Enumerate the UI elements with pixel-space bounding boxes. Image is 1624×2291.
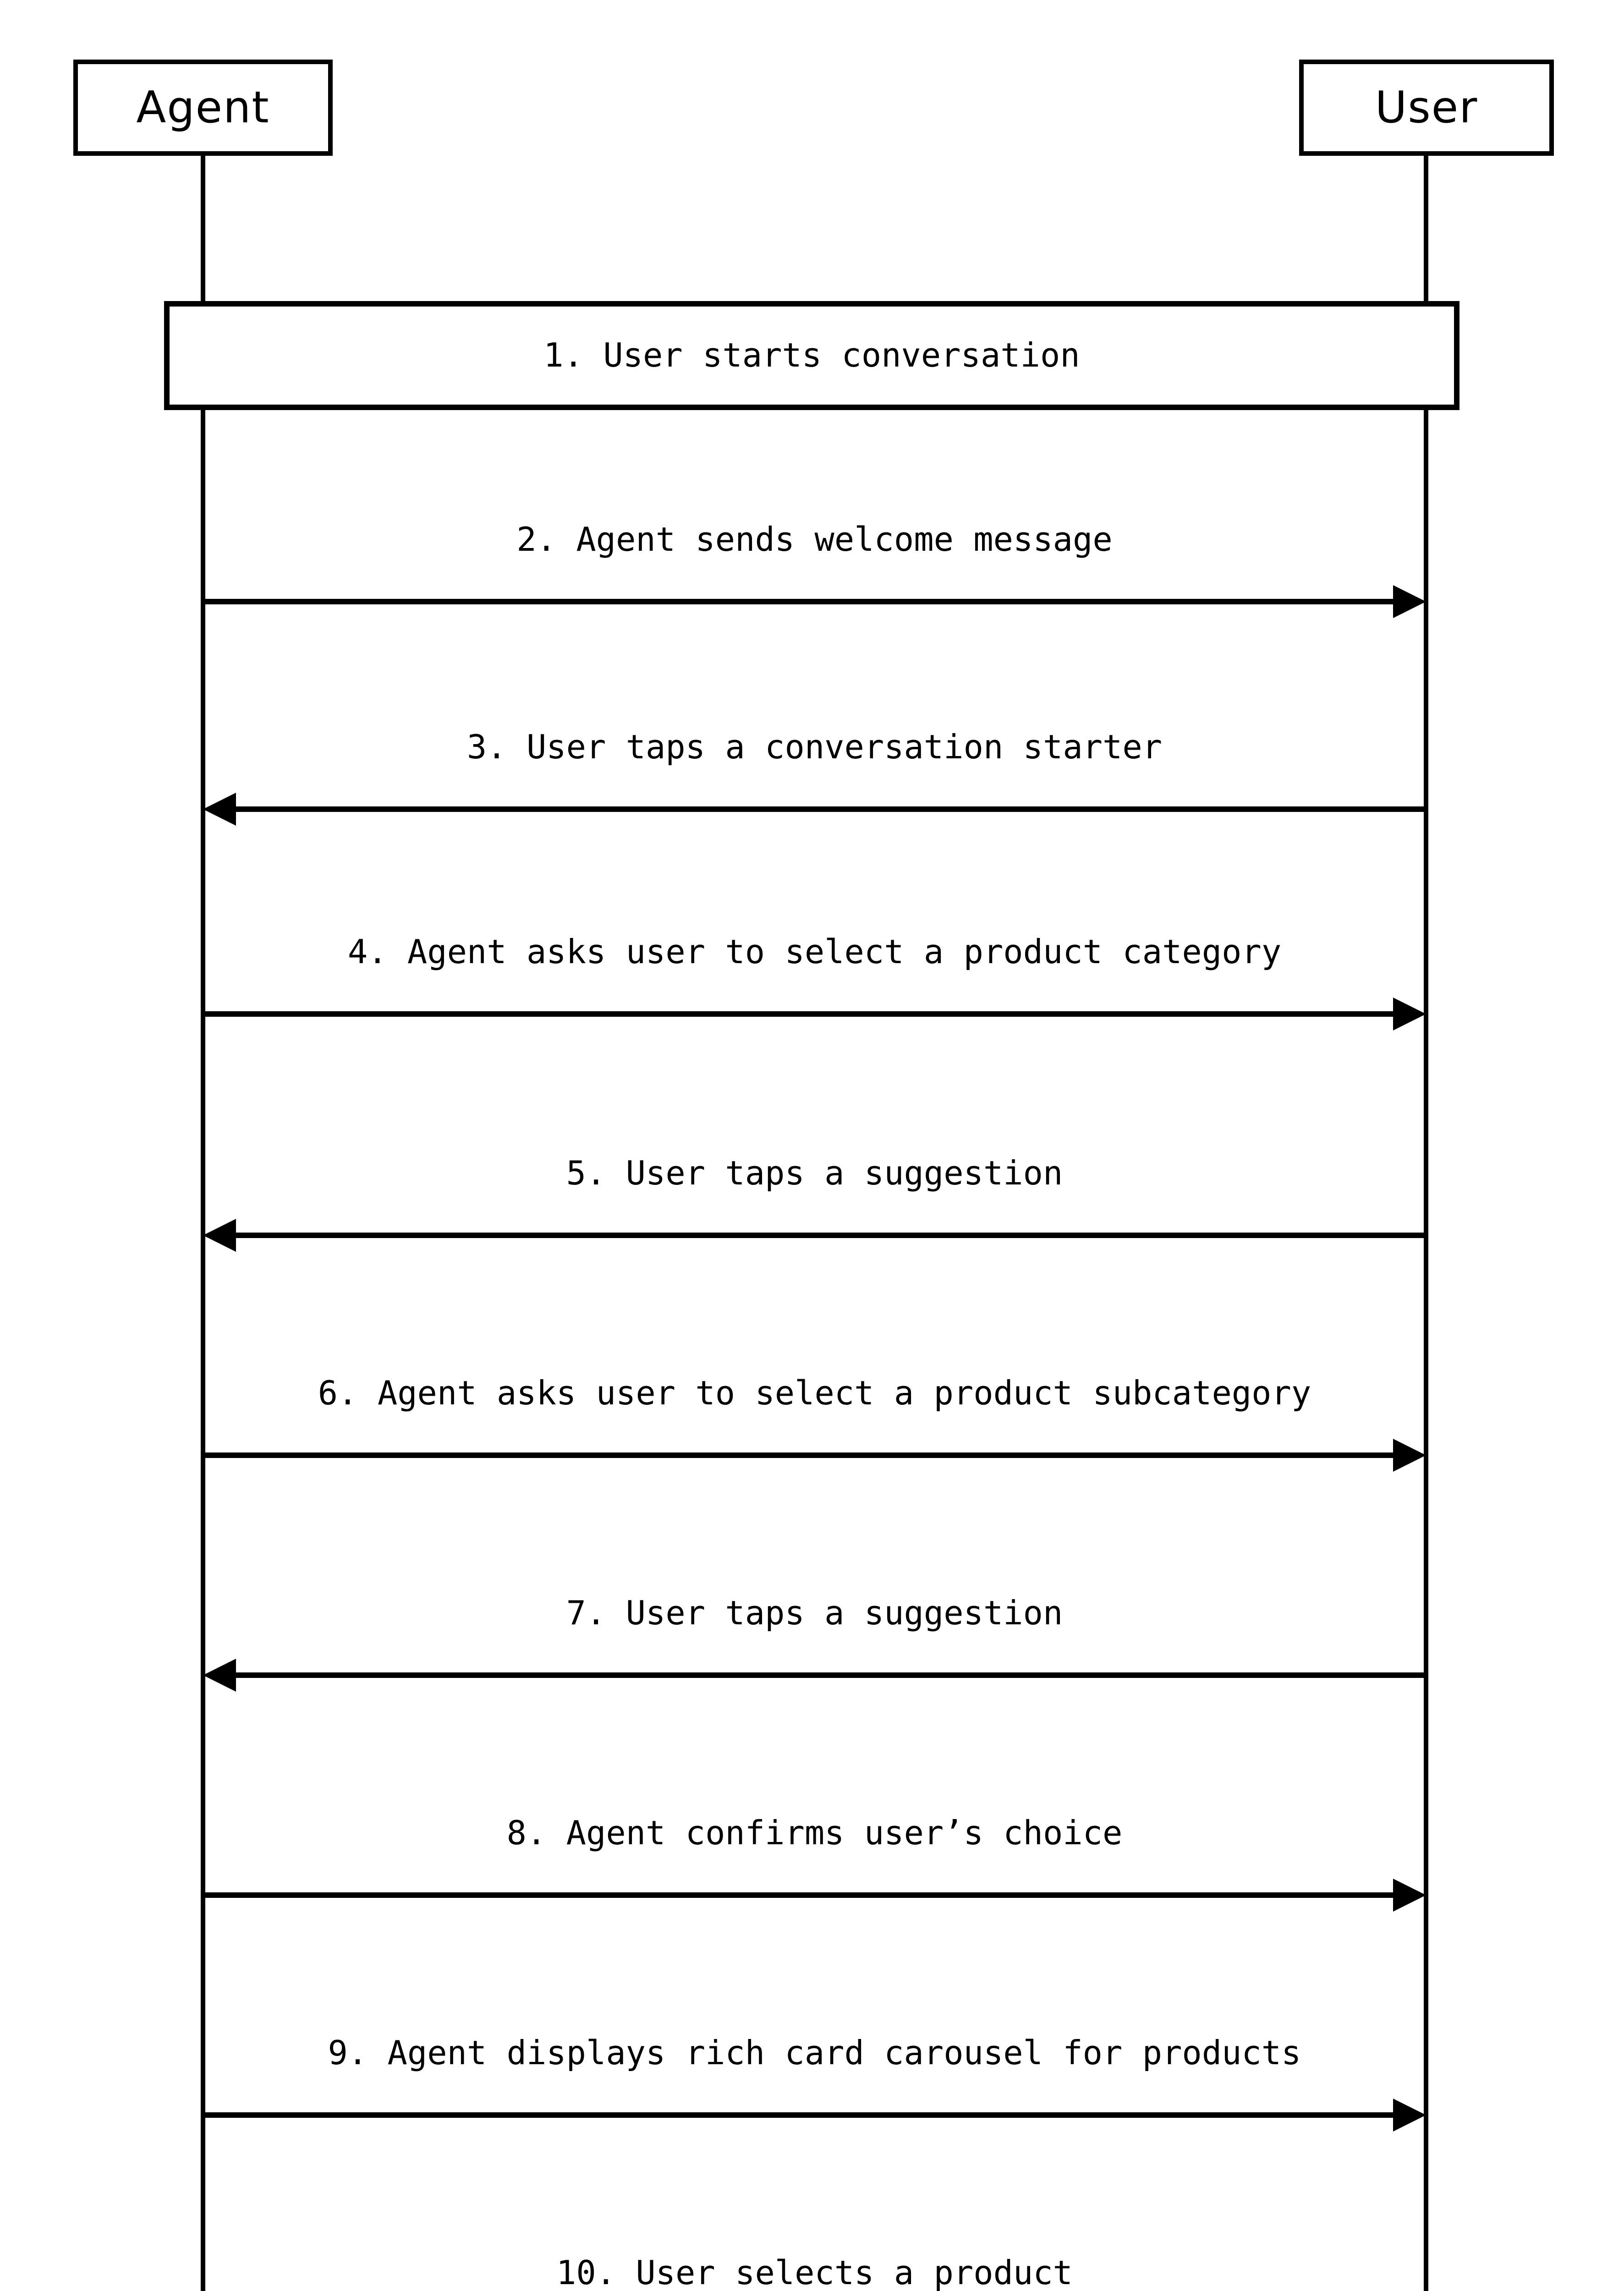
note-step-1-label: 1. User starts conversation [543,336,1080,375]
message-step-9-label: 9. Agent displays rich card carousel for… [328,2033,1301,2072]
message-step-5-arrowhead [203,1219,236,1252]
message-step-4-arrowhead [1393,998,1426,1030]
message-step-5-line [236,1233,1426,1238]
message-step-10-label: 10. User selects a product [556,2253,1073,2291]
message-step-4-line [203,1011,1393,1017]
message-step-6-label: 6. Agent asks user to select a product s… [318,1374,1311,1412]
participant-header-user[interactable]: User [1299,60,1554,156]
lifeline-user [1424,156,1428,2291]
message-step-8-line [203,1892,1393,1898]
message-step-7-label: 7. User taps a suggestion [566,1594,1063,1632]
message-step-7-line [236,1672,1426,1678]
message-step-5-label: 5. User taps a suggestion [566,1154,1063,1192]
message-step-3-arrowhead [203,793,236,826]
message-step-6-arrowhead [1393,1439,1426,1472]
message-step-7-arrowhead [203,1659,236,1692]
note-step-1[interactable]: 1. User starts conversation [164,301,1459,410]
message-step-8-label: 8. Agent confirms user’s choice [506,1814,1123,1852]
message-step-8-arrowhead [1393,1879,1426,1912]
message-step-9-arrowhead [1393,2099,1426,2132]
message-step-4-label: 4. Agent asks user to select a product c… [347,932,1282,971]
message-step-6-line [203,1452,1393,1458]
message-step-9-line [203,2112,1393,2118]
message-step-2-label: 2. Agent sends welcome message [516,520,1113,559]
participant-header-agent-label: Agent [136,82,270,133]
participant-header-user-label: User [1375,82,1478,133]
message-step-3-label: 3. User taps a conversation starter [466,728,1163,766]
message-step-2-arrowhead [1393,585,1426,618]
message-step-3-line [236,806,1426,812]
participant-header-agent[interactable]: Agent [73,60,333,156]
message-step-2-line [203,599,1393,604]
